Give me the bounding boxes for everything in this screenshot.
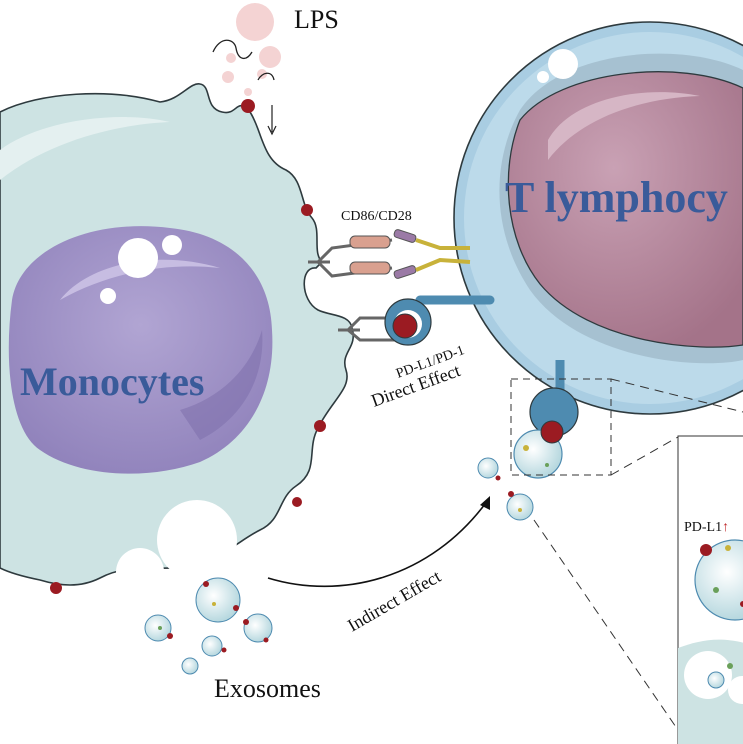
lps-particles <box>212 3 281 136</box>
pd-l1-up-label: PD-L1↑ <box>684 520 729 535</box>
monocytes-label: Monocytes <box>20 359 204 404</box>
pd-l1-pd-1-receptor <box>338 295 495 346</box>
indirect-effect-label: Indirect Effect <box>344 566 444 635</box>
lps-label: LPS <box>294 5 339 34</box>
exosome-cluster <box>144 457 534 675</box>
pd-1-exosome-binding <box>510 360 612 479</box>
cd86-cd28-label: CD86/CD28 <box>341 209 412 224</box>
exosomes-label: Exosomes <box>214 674 321 703</box>
pd-l1-up-arrow: ↑ <box>722 520 729 535</box>
t-lymphocyte-cell <box>453 21 743 415</box>
cd86-markers <box>50 99 326 594</box>
zoom-connectors <box>533 378 743 731</box>
zoom-panel <box>677 435 743 744</box>
t-lymphocyte-nucleus <box>507 71 743 348</box>
cd86-cd28-receptor <box>308 229 471 279</box>
zoom-source-box <box>510 378 612 476</box>
indirect-effect-arrow <box>267 499 489 588</box>
t-lymphocytes-label: T lymphocy <box>505 173 728 222</box>
monocyte-cell <box>0 83 355 596</box>
